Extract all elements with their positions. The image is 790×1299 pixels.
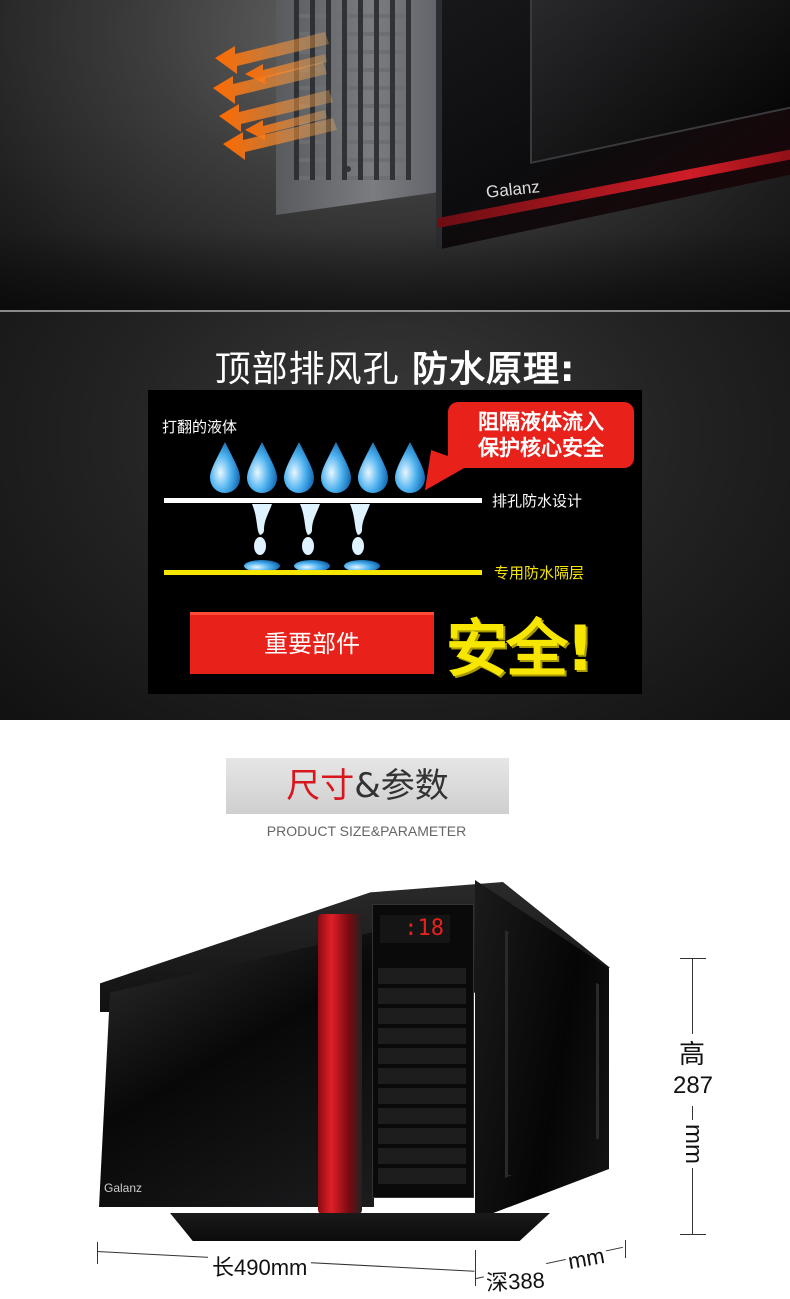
key-parts-box: 重要部件 xyxy=(190,612,434,674)
height-tick-bottom xyxy=(680,1234,706,1235)
door-handle xyxy=(318,914,362,1214)
length-tick-right xyxy=(475,1250,476,1286)
floor-shadow xyxy=(0,230,790,310)
display-readout: :18 xyxy=(380,915,450,943)
callout-line-2: 保护核心安全 xyxy=(478,436,604,460)
vent-grille xyxy=(294,0,414,180)
callout-bubble: 阻隔液体流入 保护核心安全 xyxy=(448,402,634,468)
spilled-liquid-label: 打翻的液体 xyxy=(162,418,238,436)
size-banner: 尺寸&参数 xyxy=(226,758,509,814)
water-drops-icon xyxy=(210,442,425,572)
waterproof-diagram: 打翻的液体 xyxy=(148,390,642,694)
waterproof-principle-section: 顶部排风孔 防水原理: 打翻的液体 xyxy=(0,310,790,722)
perforated-layer-line xyxy=(164,498,482,503)
depth-tick-right xyxy=(625,1240,626,1258)
depth-label: 深388 xyxy=(483,1262,548,1298)
perforated-layer-label: 排孔防水设计 xyxy=(492,492,583,510)
banner-subtitle: PRODUCT SIZE&PARAMETER xyxy=(266,823,467,839)
safe-label: 安全! xyxy=(446,612,594,685)
banner-red-text: 尺寸 xyxy=(286,766,355,806)
waterproof-layer-label: 专用防水隔层 xyxy=(494,564,585,582)
hero-photo-exhaust: Galanz xyxy=(0,0,790,310)
screw xyxy=(345,166,351,172)
height-value: 287 xyxy=(668,1072,718,1106)
control-keypad xyxy=(378,968,466,1188)
title-light: 顶部排风孔 xyxy=(214,349,400,390)
length-label: 长490mm xyxy=(208,1250,312,1282)
size-parameter-section: 尺寸&参数 PRODUCT SIZE&PARAMETER :18 Galanz … xyxy=(0,720,790,1299)
brand-logo: Galanz xyxy=(104,1181,143,1195)
waterproof-layer-line xyxy=(164,570,482,575)
height-unit: mm xyxy=(669,1120,717,1168)
depth-unit: mm xyxy=(564,1242,609,1276)
banner-dark-text: &参数 xyxy=(354,766,449,806)
airflow-arrows-icon xyxy=(213,32,337,160)
height-tick-top xyxy=(680,958,706,959)
length-tick-left xyxy=(97,1242,98,1264)
callout-line-1: 阻隔液体流入 xyxy=(478,410,604,434)
microwave-base xyxy=(170,1213,550,1241)
height-label: 高 xyxy=(675,1034,709,1074)
section-title: 顶部排风孔 防水原理: xyxy=(0,340,790,392)
title-bold: 防水原理: xyxy=(412,349,576,390)
